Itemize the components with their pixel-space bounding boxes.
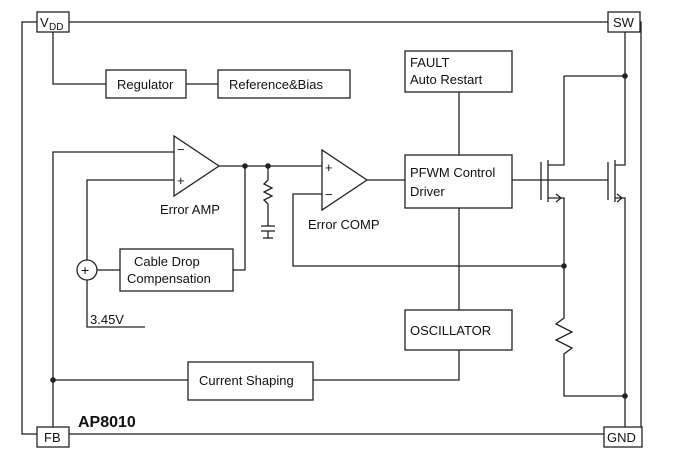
pin-gnd: GND [603,426,643,448]
fault-label-line1: FAULT [410,55,450,70]
oscillator-block: OSCILLATOR [404,309,513,351]
pfwm-block: PFWM Control Driver [404,154,513,209]
junction-dots [50,73,628,399]
pfwm-label-line1: PFWM Control [410,165,495,180]
current-shaping-label: Current Shaping [199,373,294,388]
error-comp-minus: − [325,187,333,202]
pin-fb-label: FB [44,430,61,445]
fault-block: FAULT Auto Restart [404,50,513,93]
wires [52,32,626,427]
pin-sw-label: SW [613,15,635,30]
summing-node-symbol: + [81,262,89,278]
pin-fb: FB [36,426,70,448]
pin-sw: SW [607,11,641,33]
error-comp-plus: + [325,160,333,175]
error-amp-label: Error AMP [160,202,220,217]
oscillator-label: OSCILLATOR [410,323,491,338]
pin-vdd-label: V [40,15,49,30]
fault-label-line2: Auto Restart [410,72,483,87]
current-shaping-block: Current Shaping [187,361,314,401]
chip-name: AP8010 [78,414,136,431]
error-amp-plus: + [177,173,185,188]
pin-vdd: V DD [36,11,70,33]
error-comp: + − Error COMP [308,148,380,232]
regulator-label: Regulator [117,77,174,92]
error-amp-minus: − [177,142,185,157]
cable-drop-label-line1: Cable Drop [134,254,200,269]
pfwm-label-line2: Driver [410,184,445,199]
cable-drop-block: Cable Drop Compensation [119,248,234,292]
reference-bias-label: Reference&Bias [229,77,323,92]
error-comp-label: Error COMP [308,217,380,232]
reference-bias-block: Reference&Bias [217,69,351,99]
error-amp: − + Error AMP [160,134,221,217]
cable-drop-label-line2: Compensation [127,271,211,286]
pin-gnd-label: GND [607,430,636,445]
chip-boundary [21,21,642,435]
regulator-block: Regulator [105,69,187,99]
summing-node: + [76,259,98,281]
pin-vdd-subscript: DD [49,22,63,33]
reference-voltage: 3.45V [90,312,124,327]
